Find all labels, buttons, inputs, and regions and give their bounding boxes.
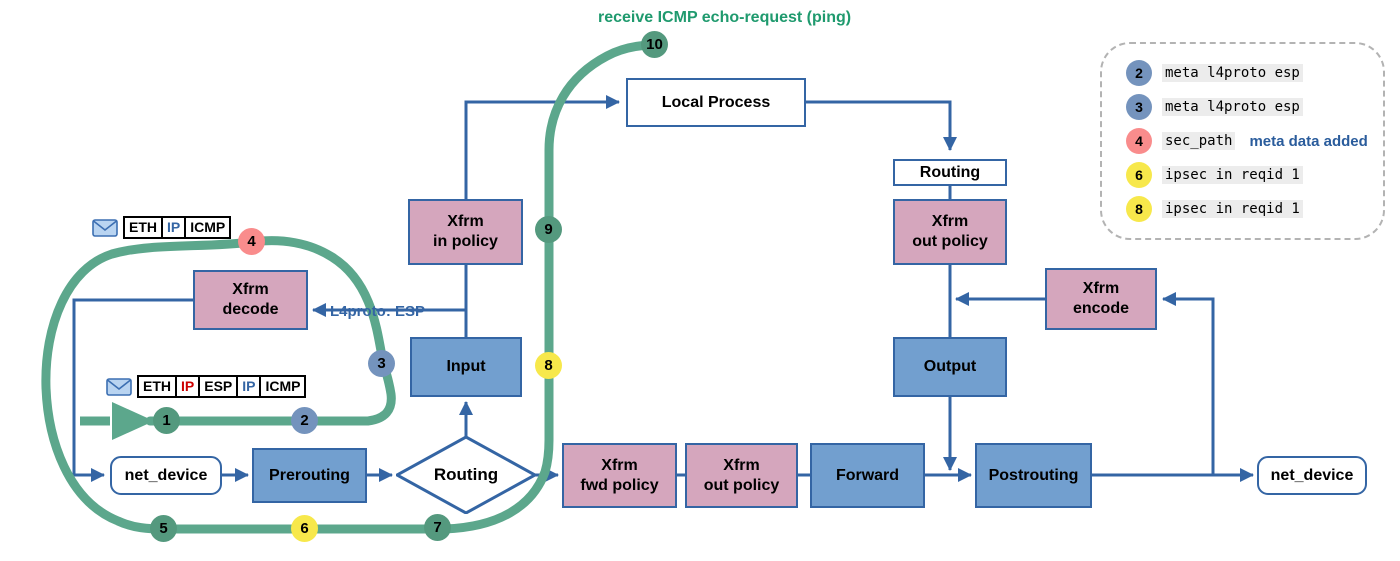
l4proto-esp-label: L4proto: ESP xyxy=(330,303,426,320)
legend: 2 meta l4proto esp 3 meta l4proto esp 4 … xyxy=(1100,42,1385,240)
packet-segment: IP xyxy=(163,218,187,237)
legend-code: meta l4proto esp xyxy=(1162,98,1303,116)
node-label: Postrouting xyxy=(988,466,1079,484)
legend-item: 8 ipsec in reqid 1 xyxy=(1126,196,1383,222)
flow-marker-4: 4 xyxy=(238,228,265,255)
node-label: Xfrm decode xyxy=(222,281,279,318)
edge-localprocess-to-routingtop xyxy=(806,100,957,151)
packet-segment: ESP xyxy=(200,377,239,396)
node-label: Xfrm out policy xyxy=(912,213,988,250)
packet-header-box: ETH IP ESP IP ICMP xyxy=(137,375,307,398)
node-label: Xfrm in policy xyxy=(433,213,498,250)
legend-note: meta data added xyxy=(1249,132,1368,150)
legend-item: 3 meta l4proto esp xyxy=(1126,94,1383,120)
edge-postrouting-to-xfrmencode xyxy=(1092,292,1215,477)
flow-marker-1: 1 xyxy=(153,407,180,434)
node-xfrm-decode: Xfrm decode xyxy=(193,270,308,330)
node-label: Xfrm encode xyxy=(1072,280,1129,317)
legend-marker: 3 xyxy=(1126,94,1152,120)
node-label: Xfrm out policy xyxy=(703,456,780,494)
legend-code: ipsec in reqid 1 xyxy=(1162,200,1303,218)
legend-marker: 4 xyxy=(1126,128,1152,154)
edge-xfrmdecode-to-netdevice xyxy=(72,298,193,482)
flow-marker-8: 8 xyxy=(535,352,562,379)
node-label: Xfrm fwd policy xyxy=(580,456,659,494)
node-net-device-right: net_device xyxy=(1257,456,1367,495)
node-label: Routing xyxy=(919,163,981,181)
flow-marker-2: 2 xyxy=(291,407,318,434)
node-label: net_device xyxy=(124,466,208,484)
node-label: Output xyxy=(923,358,977,375)
legend-marker: 8 xyxy=(1126,196,1152,222)
diamond-shape xyxy=(393,435,539,515)
packet-segment: ETH xyxy=(125,218,163,237)
node-xfrm-in-policy: Xfrm in policy xyxy=(408,199,523,265)
diagram-title: receive ICMP echo-request (ping) xyxy=(598,9,852,26)
edge-input-to-localprocess xyxy=(464,95,620,397)
flow-marker-9: 9 xyxy=(535,216,562,243)
flow-marker-6: 6 xyxy=(291,515,318,542)
node-xfrm-encode: Xfrm encode xyxy=(1045,268,1157,330)
packet-segment: ICMP xyxy=(190,219,226,235)
packet-segment: ICMP xyxy=(265,378,301,394)
flow-marker-5: 5 xyxy=(150,515,177,542)
node-xfrm-out-policy-bottom: Xfrm out policy xyxy=(685,443,798,508)
node-label: Input xyxy=(446,358,486,375)
node-xfrm-out-policy-top: Xfrm out policy xyxy=(893,199,1007,265)
flow-start-arrowhead xyxy=(112,402,154,440)
node-forward: Forward xyxy=(810,443,925,508)
legend-code: sec_path xyxy=(1162,132,1236,150)
node-postrouting: Postrouting xyxy=(975,443,1092,508)
legend-marker: 6 xyxy=(1126,162,1152,188)
packet-segment: IP xyxy=(238,377,262,396)
legend-code: meta l4proto esp xyxy=(1162,64,1303,82)
flow-path xyxy=(41,40,660,534)
flow-marker-3: 3 xyxy=(368,350,395,377)
legend-marker: 2 xyxy=(1126,60,1152,86)
packet-segment: IP xyxy=(177,377,201,396)
node-output: Output xyxy=(893,337,1007,397)
legend-item: 6 ipsec in reqid 1 xyxy=(1126,162,1383,188)
node-label: net_device xyxy=(1270,466,1354,484)
node-xfrm-fwd-policy: Xfrm fwd policy xyxy=(562,443,677,508)
flow-marker-10: 10 xyxy=(641,31,668,58)
packet-segment: ETH xyxy=(139,377,177,396)
node-prerouting: Prerouting xyxy=(252,448,367,503)
packet-header-box: ETH IP ICMP xyxy=(123,216,232,239)
node-input: Input xyxy=(410,337,522,397)
routing-decision-diamond: Routing xyxy=(393,435,539,515)
envelope-icon xyxy=(92,218,118,237)
flow-marker-7: 7 xyxy=(424,514,451,541)
node-net-device-left: net_device xyxy=(110,456,222,495)
routing-decision-label: Routing xyxy=(433,465,499,484)
node-local-process: Local Process xyxy=(626,78,806,127)
node-label: Forward xyxy=(835,466,900,484)
legend-item: 4 sec_path meta data added xyxy=(1126,128,1383,154)
packet-label-encrypted: ETH IP ESP IP ICMP xyxy=(106,375,307,398)
node-routing-top: Routing xyxy=(893,159,1007,186)
node-label: Prerouting xyxy=(269,466,350,484)
node-label: Local Process xyxy=(661,93,771,111)
legend-item: 2 meta l4proto esp xyxy=(1126,60,1383,86)
legend-code: ipsec in reqid 1 xyxy=(1162,166,1303,184)
packet-label-decrypted: ETH IP ICMP xyxy=(92,216,232,239)
envelope-icon xyxy=(106,377,132,396)
